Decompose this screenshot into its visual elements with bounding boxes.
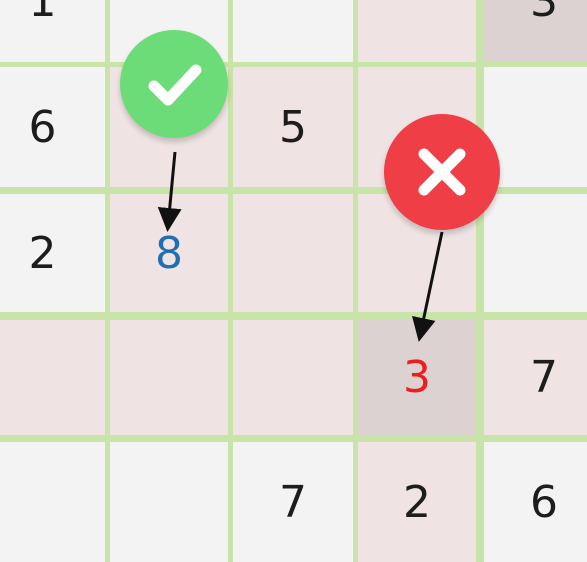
cell-value: 6 (530, 476, 558, 528)
cell-value: 1 (28, 0, 57, 27)
cell-r0-c4[interactable]: 3 (484, 0, 587, 62)
cell-value: 6 (28, 101, 57, 153)
cell-r2-c2[interactable] (233, 194, 353, 312)
cell-r2-c4[interactable] (484, 194, 587, 312)
correct-entry: 8 (155, 227, 183, 279)
cell-r4-c1[interactable] (110, 442, 228, 562)
cell-value: 2 (403, 476, 431, 528)
wrong-badge (384, 114, 500, 230)
cell-r1-c0[interactable]: 6 (0, 67, 105, 187)
cell-r4-c4[interactable]: 6 (484, 442, 587, 562)
cell-r3-c1[interactable] (110, 320, 228, 435)
cell-r3-c0[interactable] (0, 320, 105, 435)
cell-r0-c2[interactable] (233, 0, 353, 62)
cell-r4-c3[interactable]: 2 (358, 442, 476, 562)
cell-r2-c0[interactable]: 2 (0, 194, 105, 312)
cell-value: 5 (279, 101, 307, 153)
checkmark-icon (148, 64, 202, 106)
cell-value: 7 (530, 352, 558, 403)
cell-r4-c0[interactable] (0, 442, 105, 562)
cell-r3-c3[interactable]: 3 (358, 320, 476, 435)
correct-badge (120, 30, 228, 138)
cell-r2-c1[interactable]: 8 (110, 194, 228, 312)
cell-value: 3 (530, 0, 558, 27)
cell-r0-c0[interactable]: 1 (0, 0, 105, 62)
wrong-entry: 3 (403, 352, 431, 403)
cell-r1-c4[interactable] (484, 67, 587, 187)
cell-value: 7 (279, 476, 307, 528)
cell-r4-c2[interactable]: 7 (233, 442, 353, 562)
cell-r3-c2[interactable] (233, 320, 353, 435)
x-icon (418, 148, 466, 196)
cell-r1-c2[interactable]: 5 (233, 67, 353, 187)
cell-value: 2 (28, 227, 57, 279)
cell-r0-c3[interactable] (358, 0, 476, 62)
cell-r3-c4[interactable]: 7 (484, 320, 587, 435)
